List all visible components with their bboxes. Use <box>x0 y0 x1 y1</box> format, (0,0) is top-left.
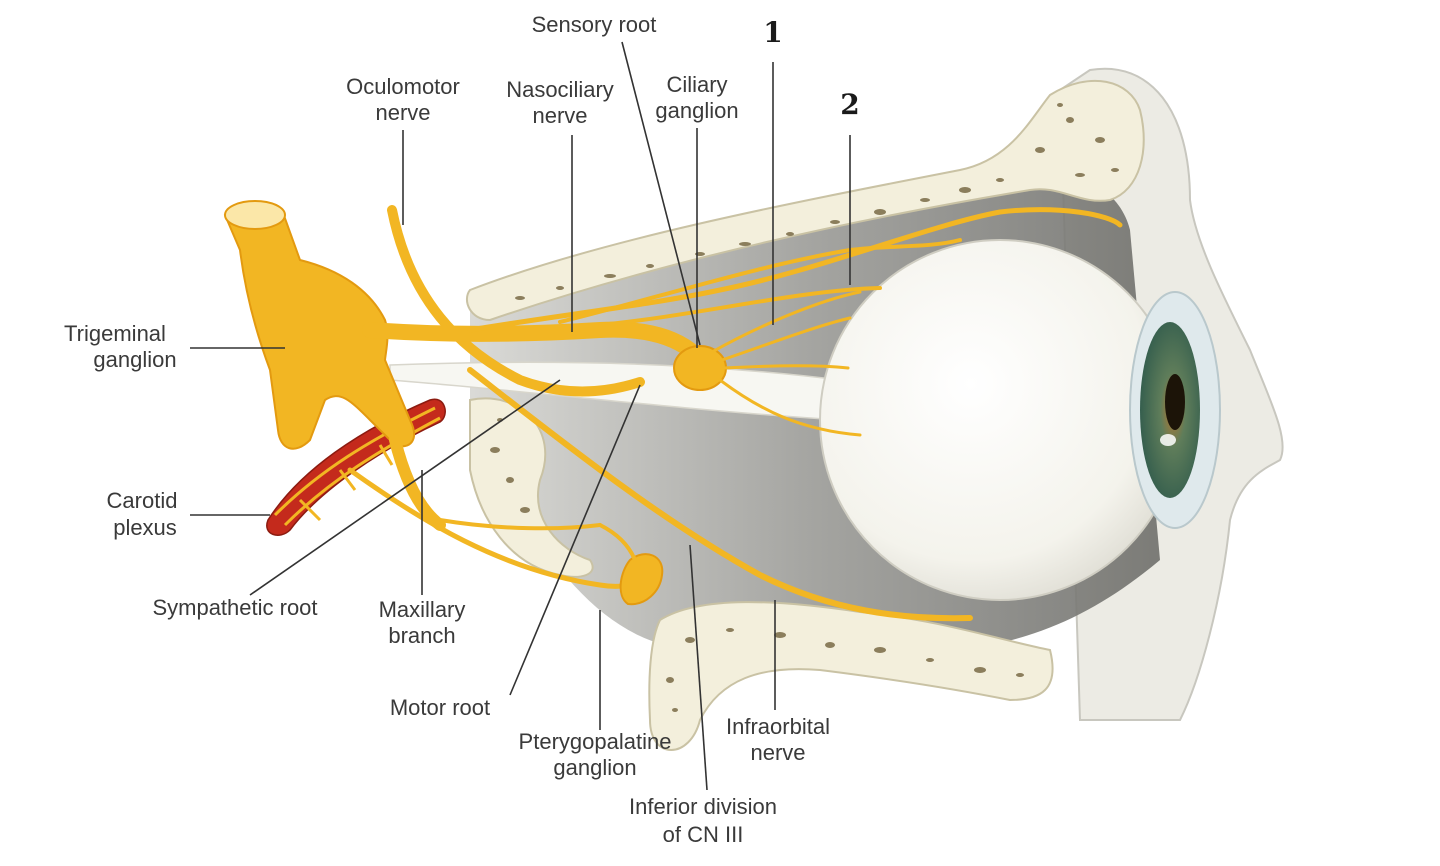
label-motor-root: Motor root <box>390 695 490 720</box>
label-oculomotor-nerve-line2: nerve <box>375 100 430 125</box>
sphenoid-bone <box>469 397 594 578</box>
leader-lines <box>190 41 851 791</box>
label-sympathetic-root: Sympathetic root <box>152 595 317 620</box>
eyeball <box>819 239 1181 601</box>
label-ciliary-ganglion-line1: Ciliary <box>666 72 727 97</box>
marker-1: 1 <box>763 16 782 49</box>
label-nasociliary-nerve-line1: Nasociliary <box>506 77 614 102</box>
label-oculomotor-nerve-line1: Oculomotor <box>346 74 460 99</box>
carotid-plexus-strands <box>273 406 441 527</box>
label-inferior-division-line2: of CN III <box>663 822 744 847</box>
sphenoid-texture <box>490 418 530 513</box>
label-nasociliary-nerve-line2: nerve <box>532 103 587 128</box>
marker-2: 2 <box>840 88 859 121</box>
label-infraorbital-nerve-line1: Infraorbital <box>726 714 830 739</box>
floor-bone-texture <box>666 628 1024 712</box>
roof-bone-texture <box>515 103 1119 300</box>
label-infraorbital-nerve-line2: nerve <box>750 740 805 765</box>
label-sensory-root: Sensory root <box>532 12 657 37</box>
label-pterygopalatine-ganglion-line2: ganglion <box>553 755 636 780</box>
label-trigeminal-ganglion-line1: Trigeminal <box>64 321 166 346</box>
label-maxillary-branch-line2: branch <box>388 623 455 648</box>
label-ciliary-ganglion-line2: ganglion <box>655 98 738 123</box>
label-maxillary-branch-line1: Maxillary <box>379 597 466 622</box>
label-inferior-division-line1: Inferior division <box>629 794 777 819</box>
orbital-roof-bone <box>465 79 1145 322</box>
pupil <box>1165 374 1185 430</box>
label-trigeminal-ganglion-line2: ganglion <box>93 347 176 372</box>
trigeminal-ganglion <box>223 200 415 450</box>
label-carotid-plexus-line2: plexus <box>113 515 177 540</box>
label-pterygopalatine-ganglion-line1: Pterygopalatine <box>519 729 672 754</box>
nerves <box>347 205 1123 622</box>
label-carotid-plexus-line1: Carotid <box>107 488 178 513</box>
pupil-highlight <box>1160 434 1176 446</box>
